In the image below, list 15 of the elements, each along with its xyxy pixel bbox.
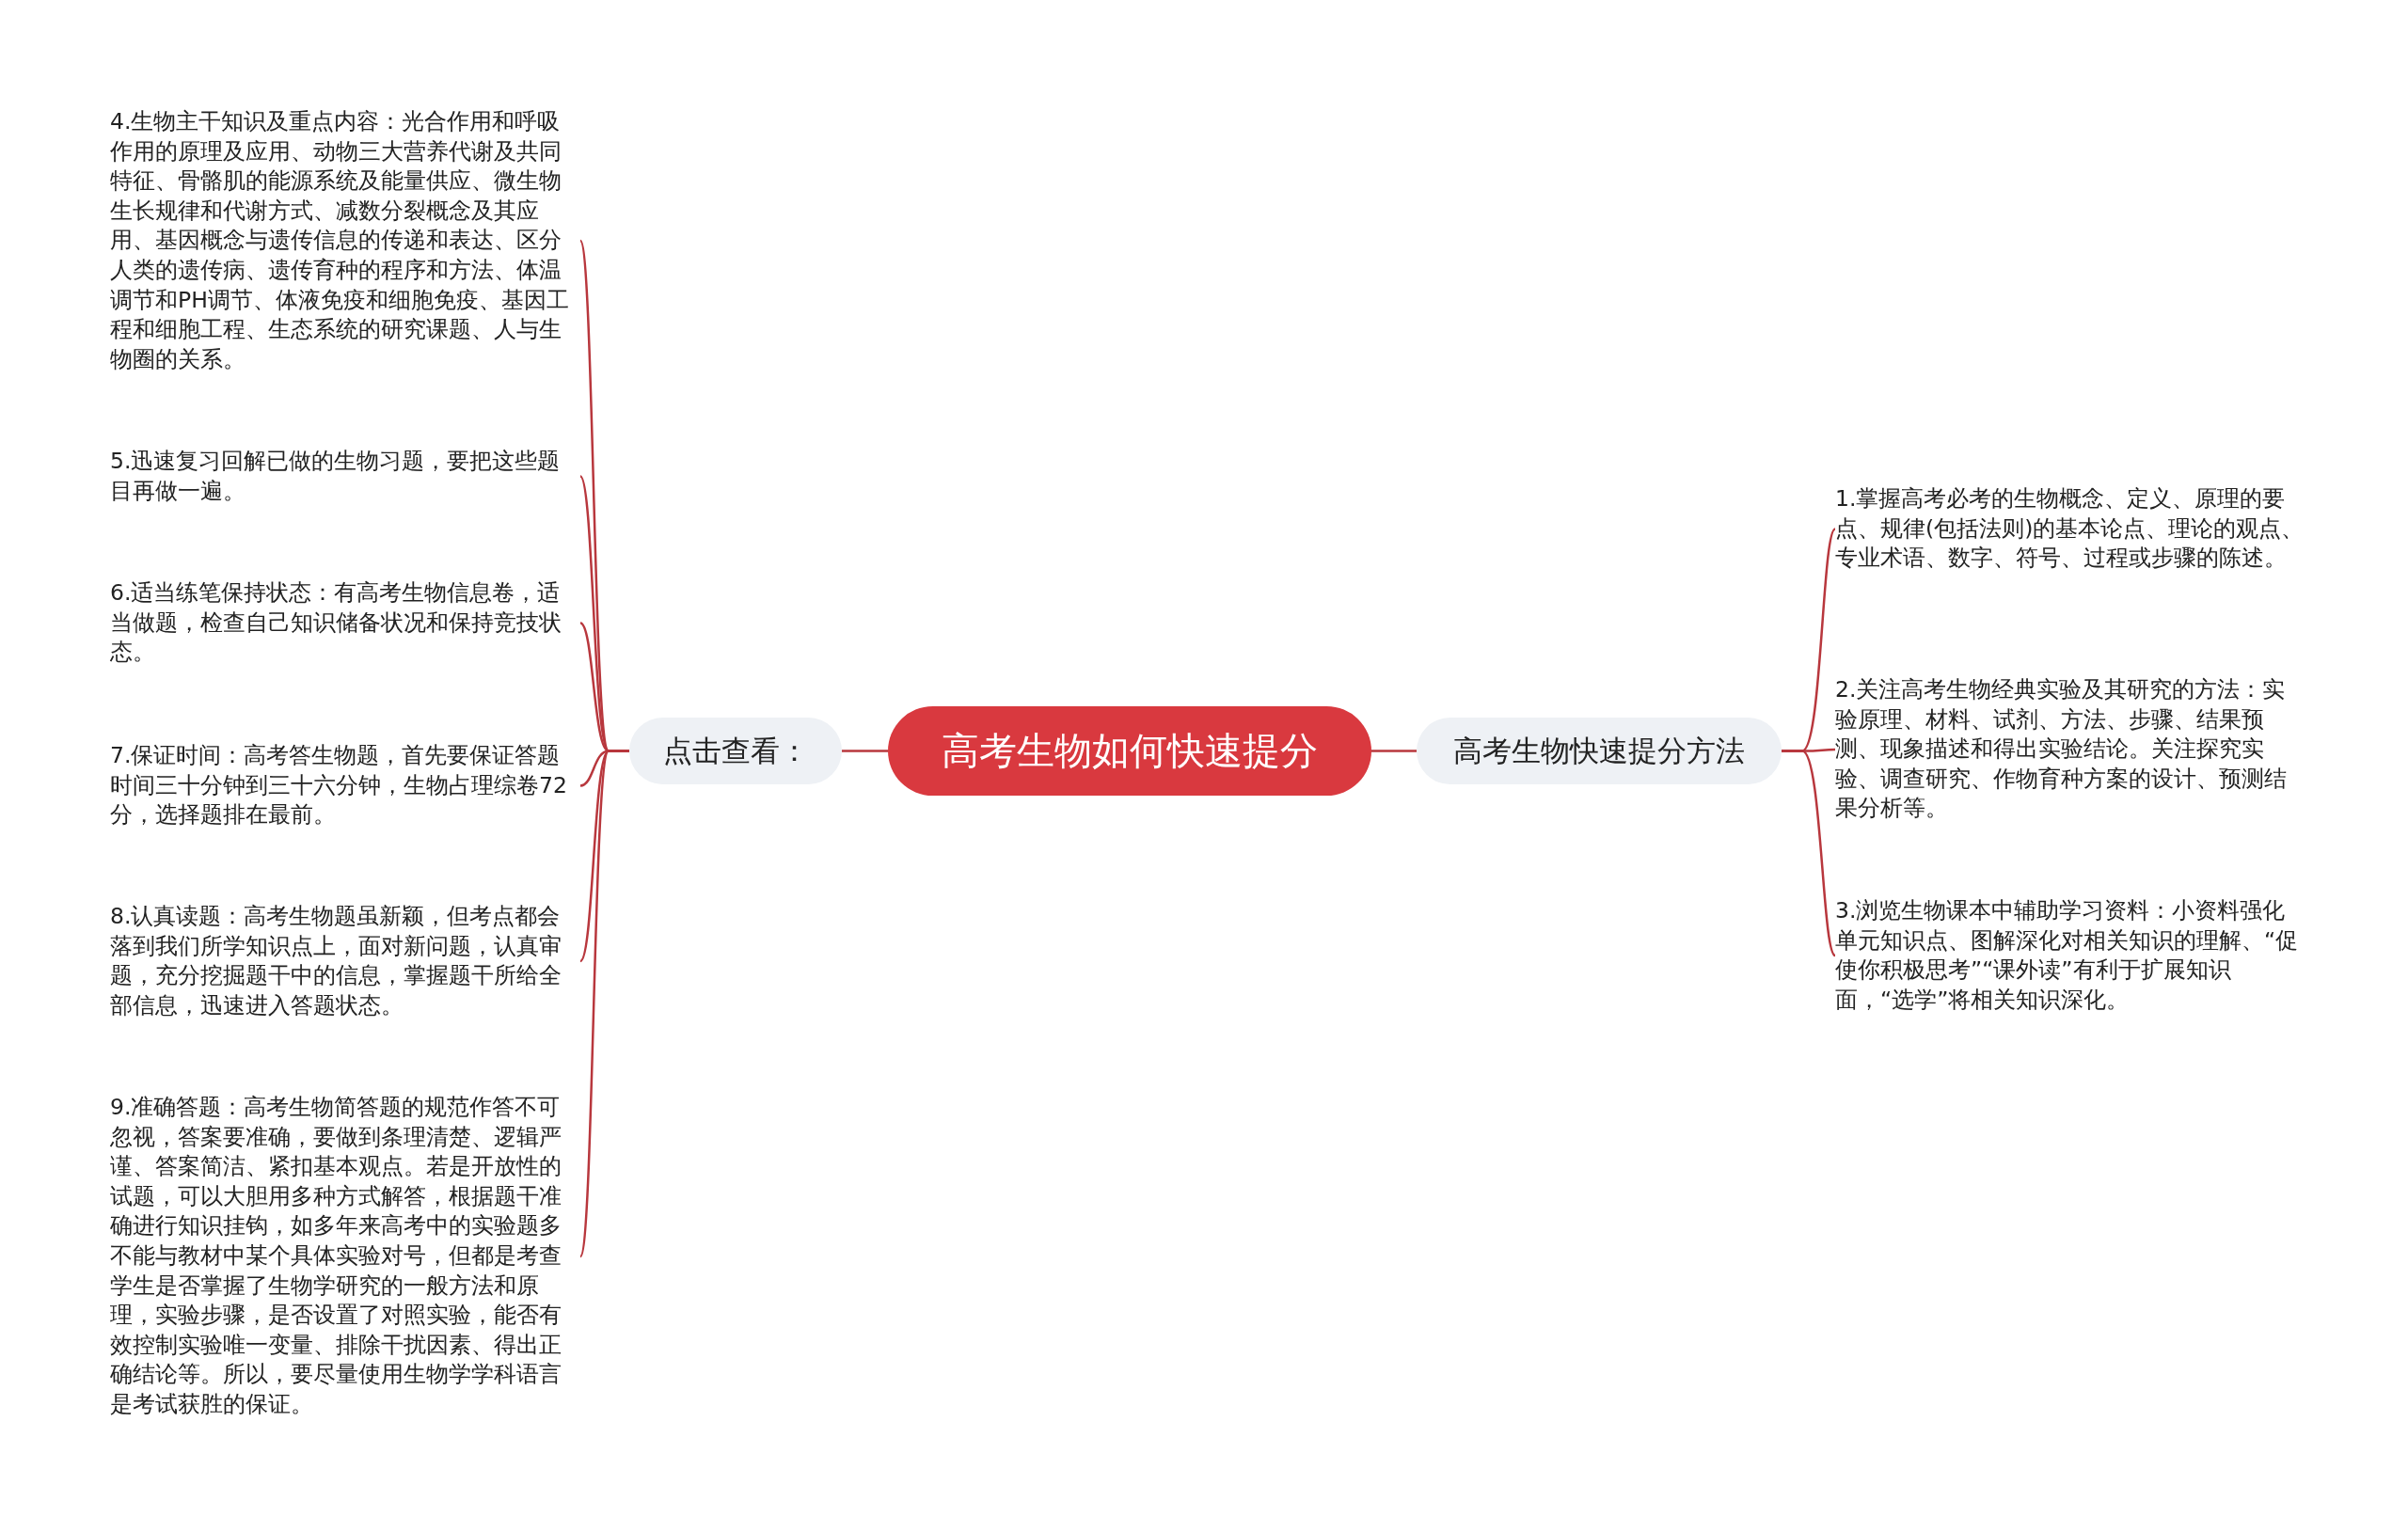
topic-text: 6.适当练笔保持状态：有高考生物信息卷，适当做题，检查自己知识储备状况和保持竞技状态。 [110, 578, 580, 668]
topic-text: 4.生物主干知识及重点内容：光合作用和呼吸作用的原理及应用、动物三大营养代谢及共同特征、骨骼肌的能源系统及能量供应、微生物生长规律和代谢方式、减数分裂概念及其应用、基因概念与遗传信息的传递和表达、区分人类的遗传病、遗传育种的程序和方法、体温调节和PH调节、体液免疫和细胞免疫、基因工程和细胞工程、生态系统的研究课题、人与生物圈的关系。 [110, 107, 580, 375]
connector-line [842, 750, 888, 752]
topic-box: 点击查看： [629, 718, 842, 784]
topic-text: 7.保证时间：高考答生物题，首先要保证答题时间三十分钟到三十六分钟，生物占理综卷72分，选择题排在最前。 [110, 741, 580, 830]
topic-text: 9.准确答题：高考生物简答题的规范作答不可忽视，答案要准确，要做到条理清楚、逻辑严谨、答案简洁、紧扣基本观点。若是开放性的试题，可以大胆用多种方式解答，根据题干准确进行知识挂钩，如多年来高考中的实验题多不能与教材中某个具体实验对号，但都是考查学生是否掌握了生物学研究的一般方法和原理，实验步骤，是否设置了对照实验，能否有效控制实验唯一变量、排除干扰因素、得出正确结论等。所以，要尽量使用生物学学科语言是考试获胜的保证。 [110, 1093, 580, 1420]
central-topic-box: 高考生物如何快速提分 [888, 706, 1371, 796]
connector-line [1371, 750, 1417, 752]
topic-text: 2.关注高考生物经典实验及其研究的方法：实验原理、材料、试剂、方法、步骤、结果预测、现象描述和得出实验结论。关注探究实验、调查研究、作物育种方案的设计、预测结果分析等。 [1835, 675, 2305, 824]
topic-text: 8.认真读题：高考生物题虽新颖，但考点都会落到我们所学知识点上，面对新问题，认真审题，充分挖掘题干中的信息，掌握题干所给全部信息，迅速进入答题状态。 [110, 902, 580, 1021]
topic-text: 3.浏览生物课本中辅助学习资料：小资料强化单元知识点、图解深化对相关知识的理解、“促使你积极思考”“课外读”有利于扩展知识面，“选学”将相关知识深化。 [1835, 896, 2305, 1016]
topic-box: 高考生物快速提分方法 [1417, 718, 1782, 784]
topic-text: 1.掌握高考必考的生物概念、定义、原理的要点、规律(包括法则)的基本论点、理论的观点、专业术语、数字、符号、过程或步骤的陈述。 [1835, 484, 2305, 574]
topic-text: 5.迅速复习回解已做的生物习题，要把这些题目再做一遍。 [110, 447, 580, 507]
connector-line [1782, 750, 1836, 956]
